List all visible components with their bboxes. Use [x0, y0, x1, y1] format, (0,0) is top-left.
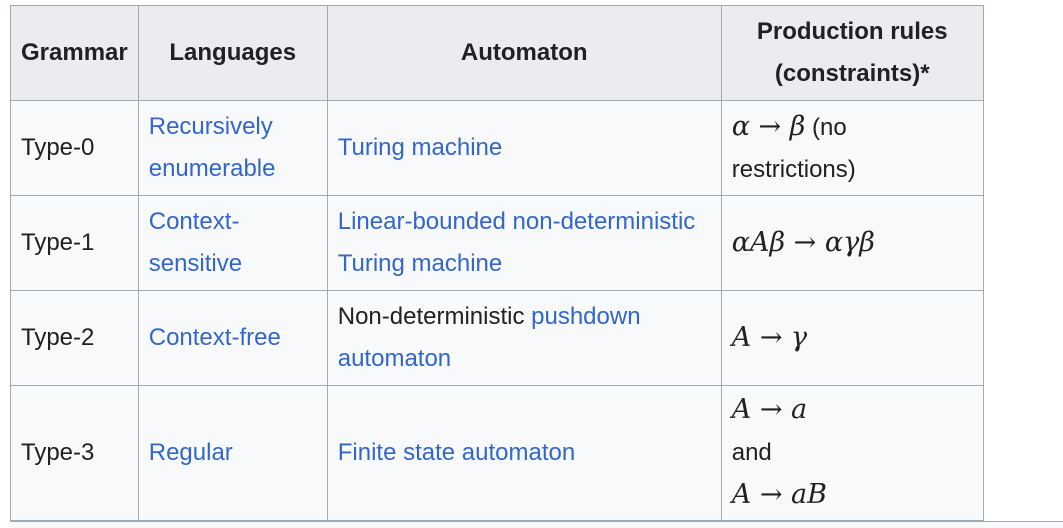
header-automaton: Automaton: [326, 5, 722, 101]
grammar-cell: Type-0: [10, 100, 139, 196]
language-link[interactable]: Context-sensitive: [148, 208, 243, 277]
rule-note: (no restrictions): [731, 113, 856, 183]
language-link[interactable]: Regular: [148, 439, 233, 466]
rule-cell: αAβ → αγβ: [720, 195, 984, 291]
grammar-cell: Type-2: [10, 290, 139, 386]
grammar-cell: Type-3: [10, 385, 139, 521]
automaton-link[interactable]: pushdown automaton: [337, 303, 641, 372]
header-grammar: Grammar: [10, 5, 139, 101]
automaton-link[interactable]: Turing machine: [337, 134, 503, 161]
rule-formula: A → γ: [731, 321, 808, 353]
header-production-rules: Production rules (constraints)*: [720, 5, 984, 101]
table-row: Type-0 Recursively enumerable Turing mac…: [10, 100, 984, 196]
rule-formula-2: A → aB: [731, 479, 827, 510]
rule-cell: A → a and A → aB: [720, 385, 984, 521]
rule-cell: A → γ: [720, 290, 984, 386]
language-link[interactable]: Recursively enumerable: [148, 113, 276, 182]
automaton-link[interactable]: Linear-bounded non-deterministic Turing …: [337, 208, 696, 277]
automaton-cell: Linear-bounded non-deterministic Turing …: [326, 195, 722, 291]
table-row: Type-2 Context-free Non-deterministic pu…: [10, 290, 984, 386]
language-cell: Context-sensitive: [137, 195, 328, 291]
header-languages: Languages: [137, 5, 328, 101]
language-link[interactable]: Context-free: [148, 324, 281, 351]
rule-joiner: and: [731, 439, 772, 466]
language-cell: Regular: [137, 385, 328, 521]
rule-cell: α → β (no restrictions): [720, 100, 984, 196]
table-row: Type-3 Regular Finite state automaton A …: [10, 385, 984, 521]
rule-formula: αAβ → αγβ: [731, 226, 875, 258]
grammar-cell: Type-1: [10, 195, 139, 291]
automaton-cell: Non-deterministic pushdown automaton: [326, 290, 722, 386]
automaton-cell: Turing machine: [326, 100, 722, 196]
rule-formula: A → a: [731, 394, 808, 425]
automaton-link[interactable]: Finite state automaton: [337, 439, 576, 466]
table-row: Type-1 Context-sensitive Linear-bounded …: [10, 195, 984, 291]
automaton-cell: Finite state automaton: [326, 385, 722, 521]
language-cell: Recursively enumerable: [137, 100, 328, 196]
automaton-prefix: Non-deterministic: [337, 303, 525, 330]
language-cell: Context-free: [137, 290, 328, 386]
chomsky-hierarchy-table: Grammar Languages Automaton Production r…: [10, 5, 984, 521]
next-row-edge: [10, 521, 1063, 528]
header-row: Grammar Languages Automaton Production r…: [10, 5, 984, 101]
rule-formula: α → β: [731, 110, 806, 142]
